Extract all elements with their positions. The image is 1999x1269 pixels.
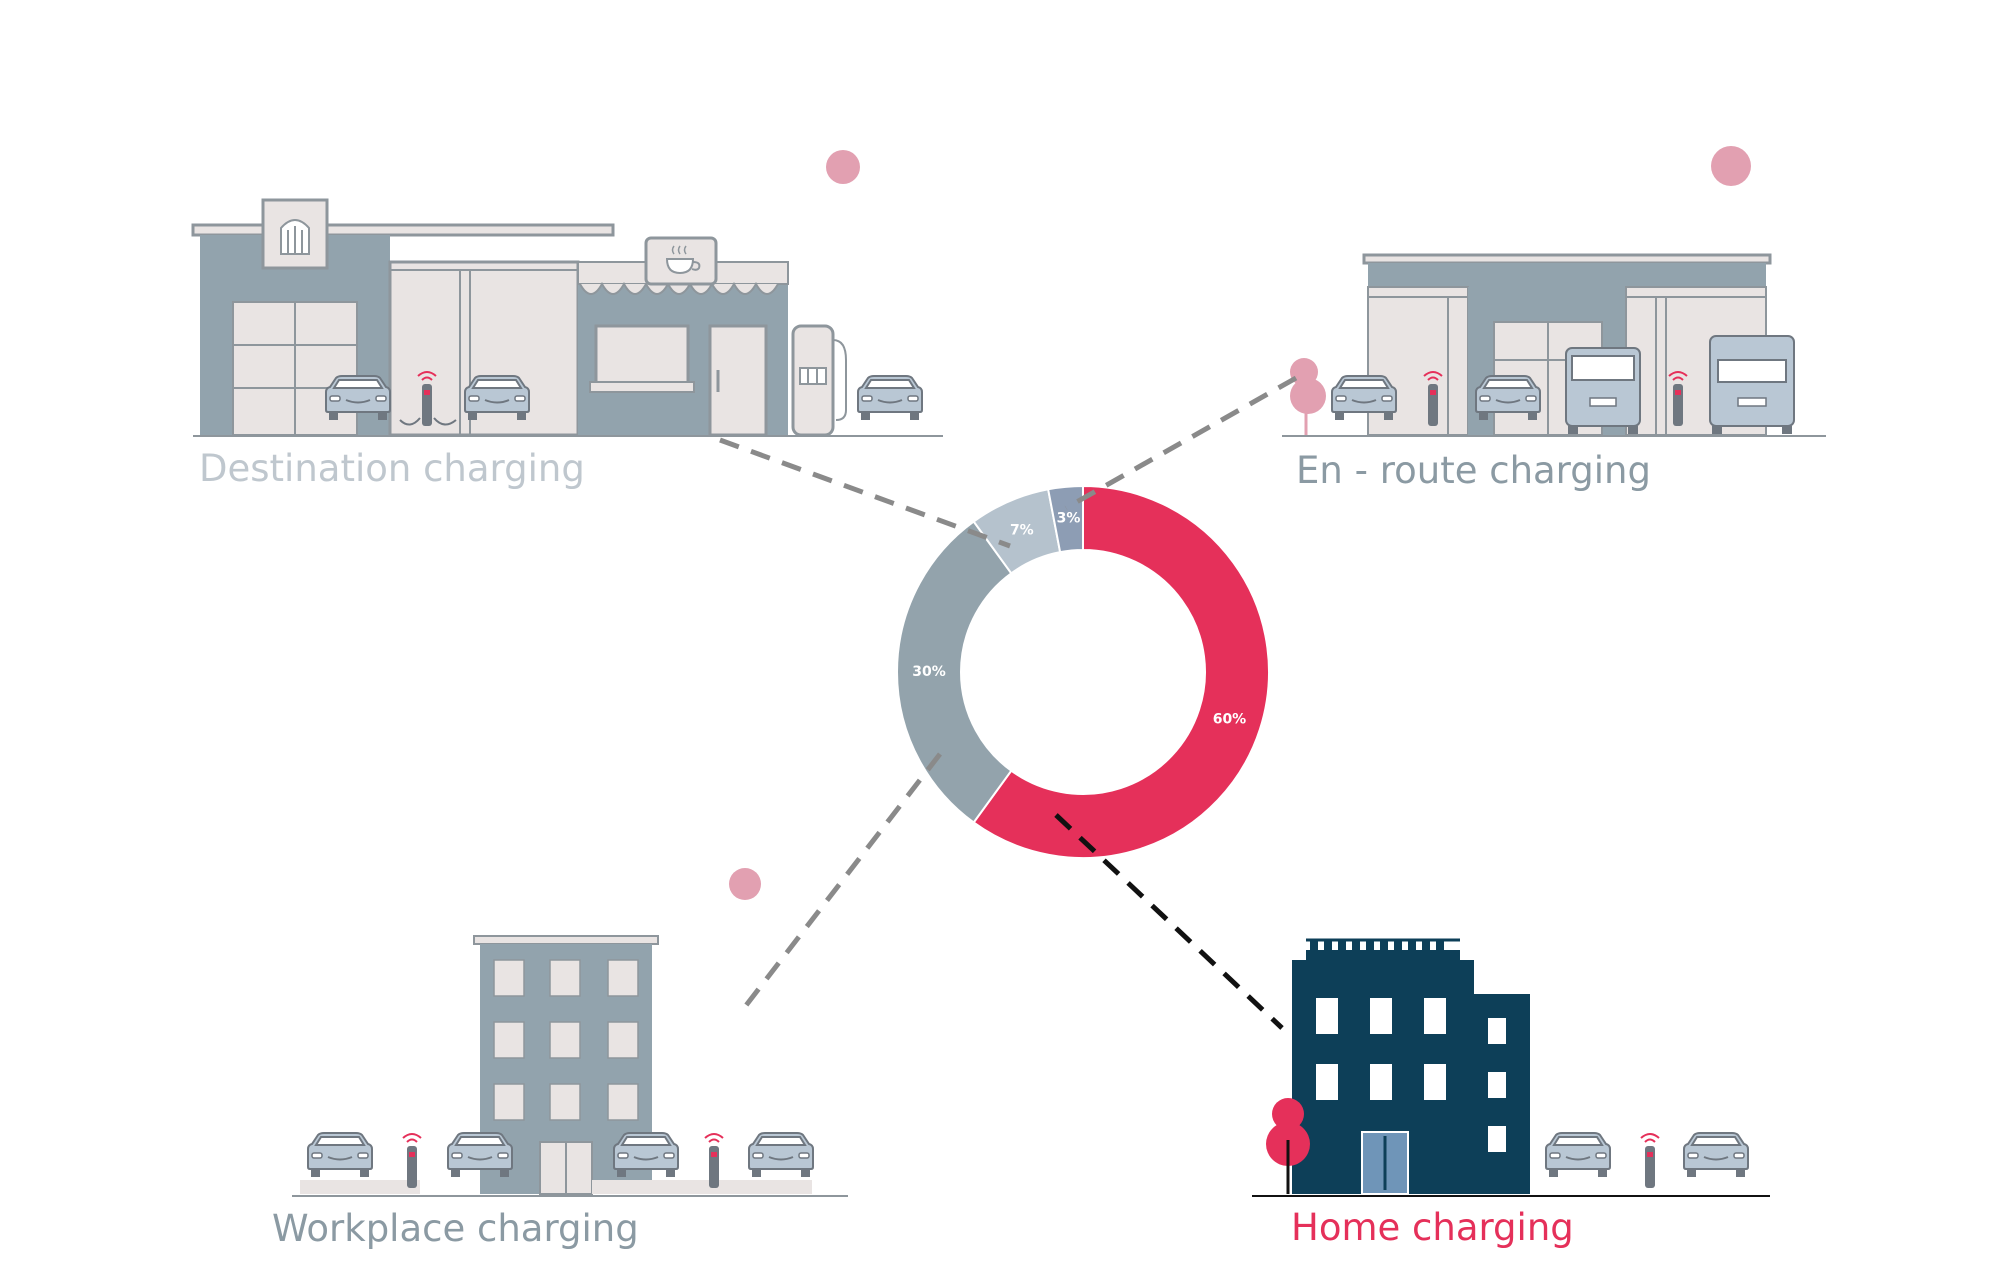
donut-value-label-3: 3% [1057,511,1081,527]
label-workplace: Workplace charging [272,1207,639,1250]
donut-value-label-1: 30% [912,664,946,680]
donut-chart: 60% 30% 7% 3% [896,484,1270,859]
connector-lines [719,375,1298,1030]
decor-dot [729,868,761,900]
connector-home [1054,813,1284,1030]
label-home: Home charging [1291,1206,1574,1249]
donut-slice-1 [896,520,1013,824]
decor-dot [1711,146,1751,186]
connector-enroute [1064,375,1298,511]
donut-slice-3 [1046,484,1084,554]
donut-value-label-0: 60% [1213,712,1247,728]
donut-value-label-2: 7% [1010,523,1034,539]
office-tower-icon [292,935,848,1197]
apartment-block-icon [1252,938,1770,1197]
connector-workplace [742,752,942,1010]
donut-slice-0 [972,484,1270,859]
connector-destination [719,437,1011,549]
label-destination: Destination charging [199,447,585,490]
decor-dot [826,150,860,184]
label-enroute: En - route charging [1296,449,1651,492]
service-station-icon [1282,253,1826,437]
shop-strip-icon [191,198,943,437]
